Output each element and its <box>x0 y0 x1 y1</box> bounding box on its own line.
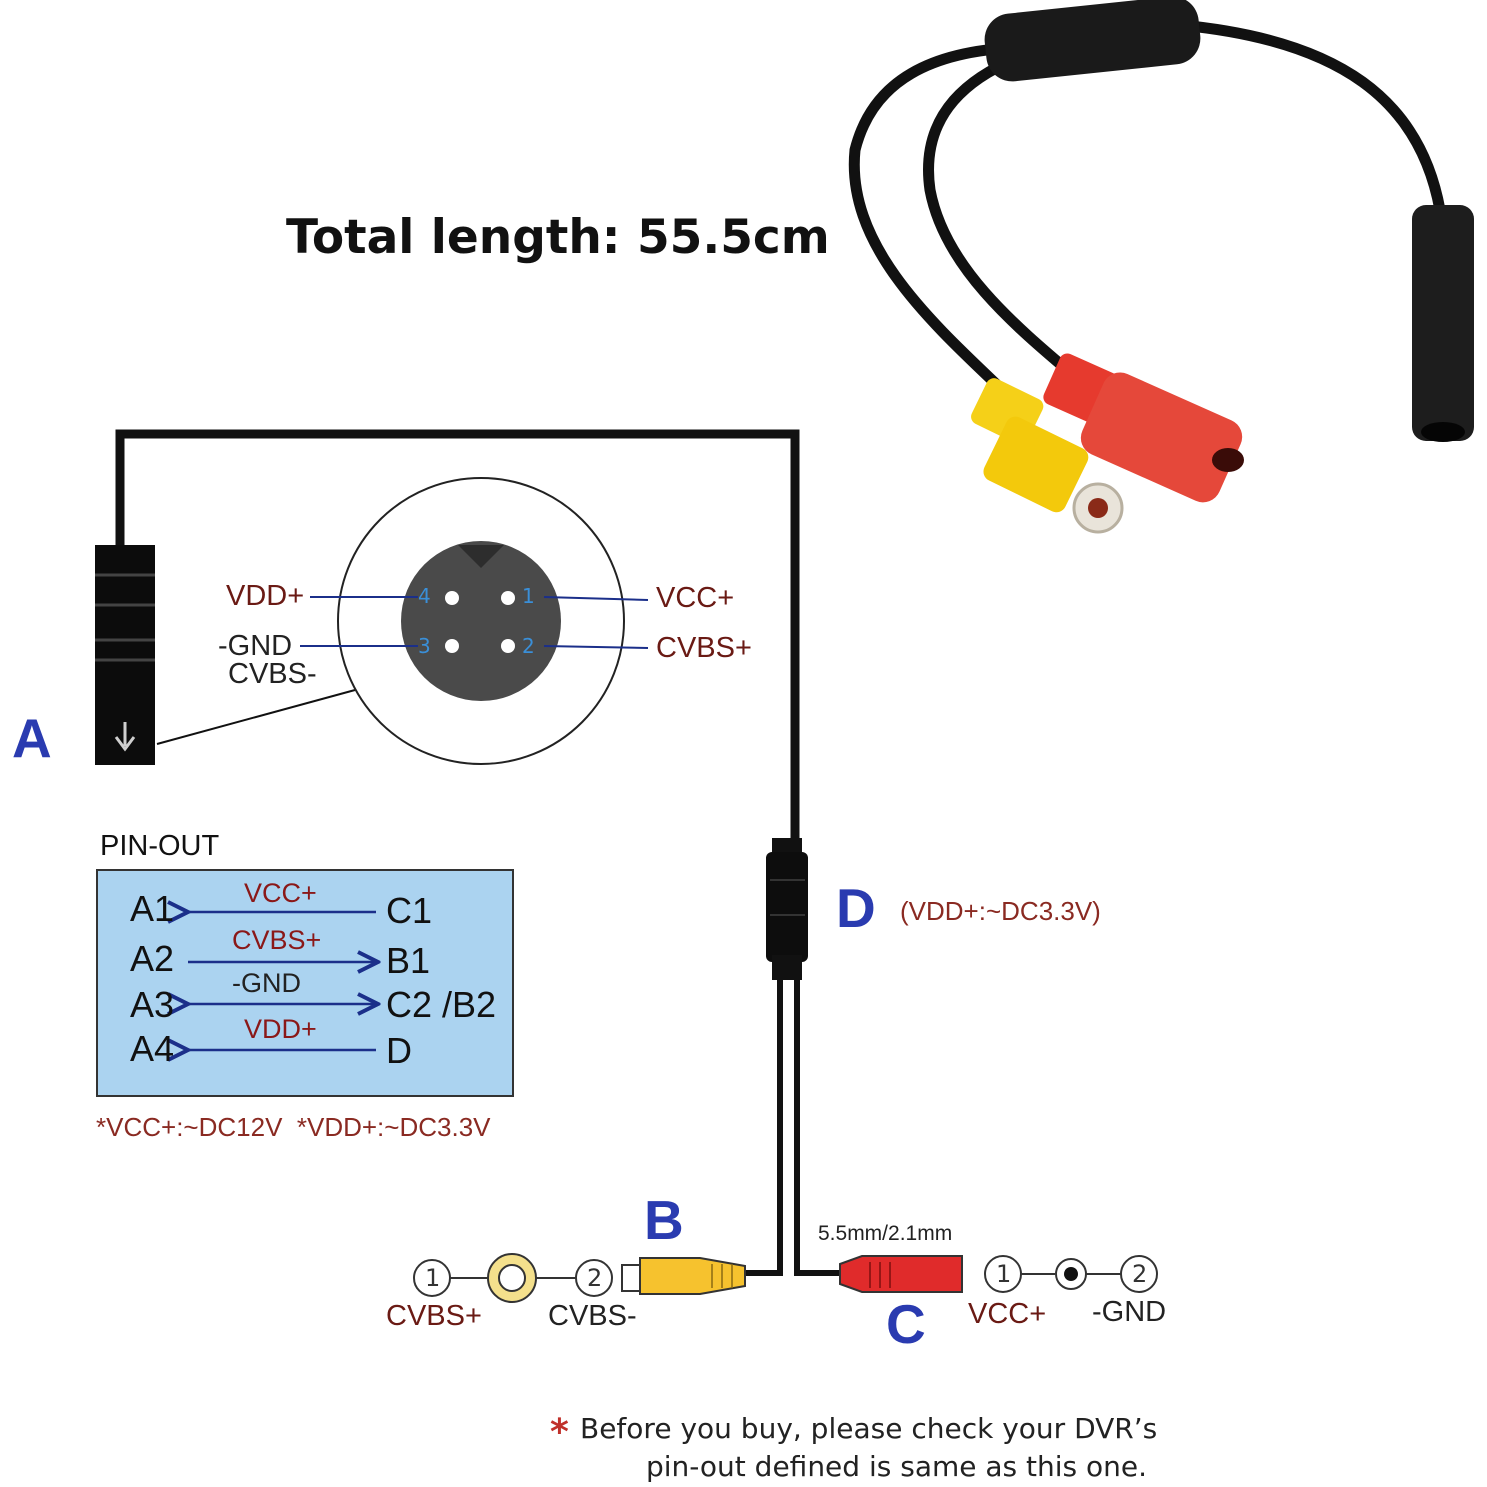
disclaimer-star: * <box>550 1412 569 1453</box>
c-label-vcc: VCC+ <box>968 1298 1047 1330</box>
label-gnd: -GND <box>218 630 293 662</box>
pinout-left-a4: A4 <box>130 1028 175 1069</box>
pinout-signal-gnd: -GND <box>232 968 301 998</box>
product-photo <box>848 0 1474 534</box>
pinout-right-d: D <box>386 1030 412 1071</box>
pinout-signal-cvbs: CVBS+ <box>232 925 322 955</box>
b-label-cvbs-minus: CVBS- <box>548 1300 637 1332</box>
pinout-left-a2: A2 <box>130 938 175 979</box>
pin-number-4: 4 <box>418 584 431 608</box>
pin-number-3: 3 <box>418 634 431 658</box>
b-pin-1: 1 <box>425 1264 441 1292</box>
wire-path <box>115 429 840 1276</box>
pinout-footnote: *VCC+:~DC12V *VDD+:~DC3.3V <box>96 1112 491 1142</box>
pinout-left-a1: A1 <box>130 888 175 929</box>
pinout-right-c2b2: C2 /B2 <box>386 984 497 1025</box>
pin-number-1: 1 <box>522 584 535 608</box>
page-title: Total length: 55.5cm <box>286 210 830 265</box>
c-size-label: 5.5mm/2.1mm <box>818 1222 953 1245</box>
disclaimer-line-1: Before you buy, please check your DVR’s <box>580 1412 1158 1445</box>
connector-c <box>839 1255 1158 1293</box>
c-pin-1: 1 <box>996 1260 1012 1288</box>
connector-d-letter: D <box>836 877 876 939</box>
connector-c-letter: C <box>886 1293 926 1355</box>
c-label-gnd: -GND <box>1092 1296 1167 1328</box>
connector-d <box>766 838 808 980</box>
pinout-signal-vdd: VDD+ <box>244 1014 317 1044</box>
c-pin-2: 2 <box>1132 1260 1148 1288</box>
pinout-right-c1: C1 <box>386 890 433 931</box>
label-vdd: VDD+ <box>226 580 305 612</box>
pin-number-2: 2 <box>522 634 535 658</box>
pinout-signal-vcc: VCC+ <box>244 878 317 908</box>
pinout-box-graphic <box>96 869 514 1097</box>
disclaimer-line-2: pin-out defined is same as this one. <box>646 1450 1148 1483</box>
pinout-left-a3: A3 <box>130 984 175 1025</box>
female-plug-photo <box>1412 205 1474 441</box>
label-cvbs-minus: CVBS- <box>228 658 317 690</box>
connector-a-face <box>300 477 649 765</box>
dc-jack-photo <box>1080 372 1243 503</box>
connector-a-plug <box>95 545 356 765</box>
pinout-heading: PIN-OUT <box>100 830 220 862</box>
b-label-cvbs-plus: CVBS+ <box>386 1300 482 1332</box>
connector-b-letter: B <box>644 1189 684 1251</box>
connector-d-note: (VDD+:~DC3.3V) <box>900 896 1101 926</box>
label-vcc: VCC+ <box>656 582 735 614</box>
b-pin-2: 2 <box>587 1264 603 1292</box>
connector-b <box>413 1253 746 1303</box>
label-cvbs-plus: CVBS+ <box>656 632 752 664</box>
pinout-right-b1: B1 <box>386 940 431 981</box>
splitter-body <box>984 0 1201 82</box>
connector-a-letter: A <box>12 707 52 769</box>
arrow-down-icon <box>114 722 136 752</box>
